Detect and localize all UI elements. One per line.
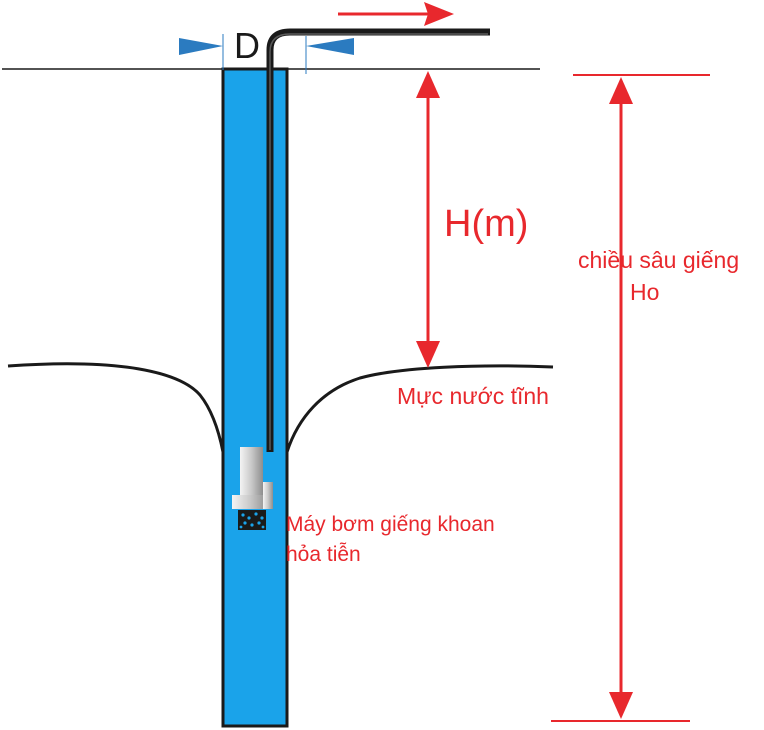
static-water-level-label: Mực nước tĩnh	[397, 383, 549, 409]
well-depth-symbol: Ho	[630, 279, 659, 305]
well-depth-label: chiều sâu giếng	[578, 247, 739, 273]
pump-label-line2: hỏa tiễn	[286, 543, 361, 566]
submersible-pump-icon	[232, 447, 273, 530]
drawdown-curve-right	[285, 364, 554, 453]
arrow-inward-icon	[179, 38, 354, 55]
drawdown-curve-left	[7, 362, 225, 453]
arrow-right-icon	[338, 2, 454, 26]
well-water-column	[221, 67, 289, 728]
double-arrow-icon	[609, 77, 633, 719]
head-label: H(m)	[444, 203, 528, 245]
double-arrow-icon	[416, 71, 440, 368]
discharge-pipe-highlight	[269, 33, 488, 450]
diameter-label: D	[234, 25, 260, 66]
pump-label: Máy bơm giếng khoan	[286, 513, 495, 536]
